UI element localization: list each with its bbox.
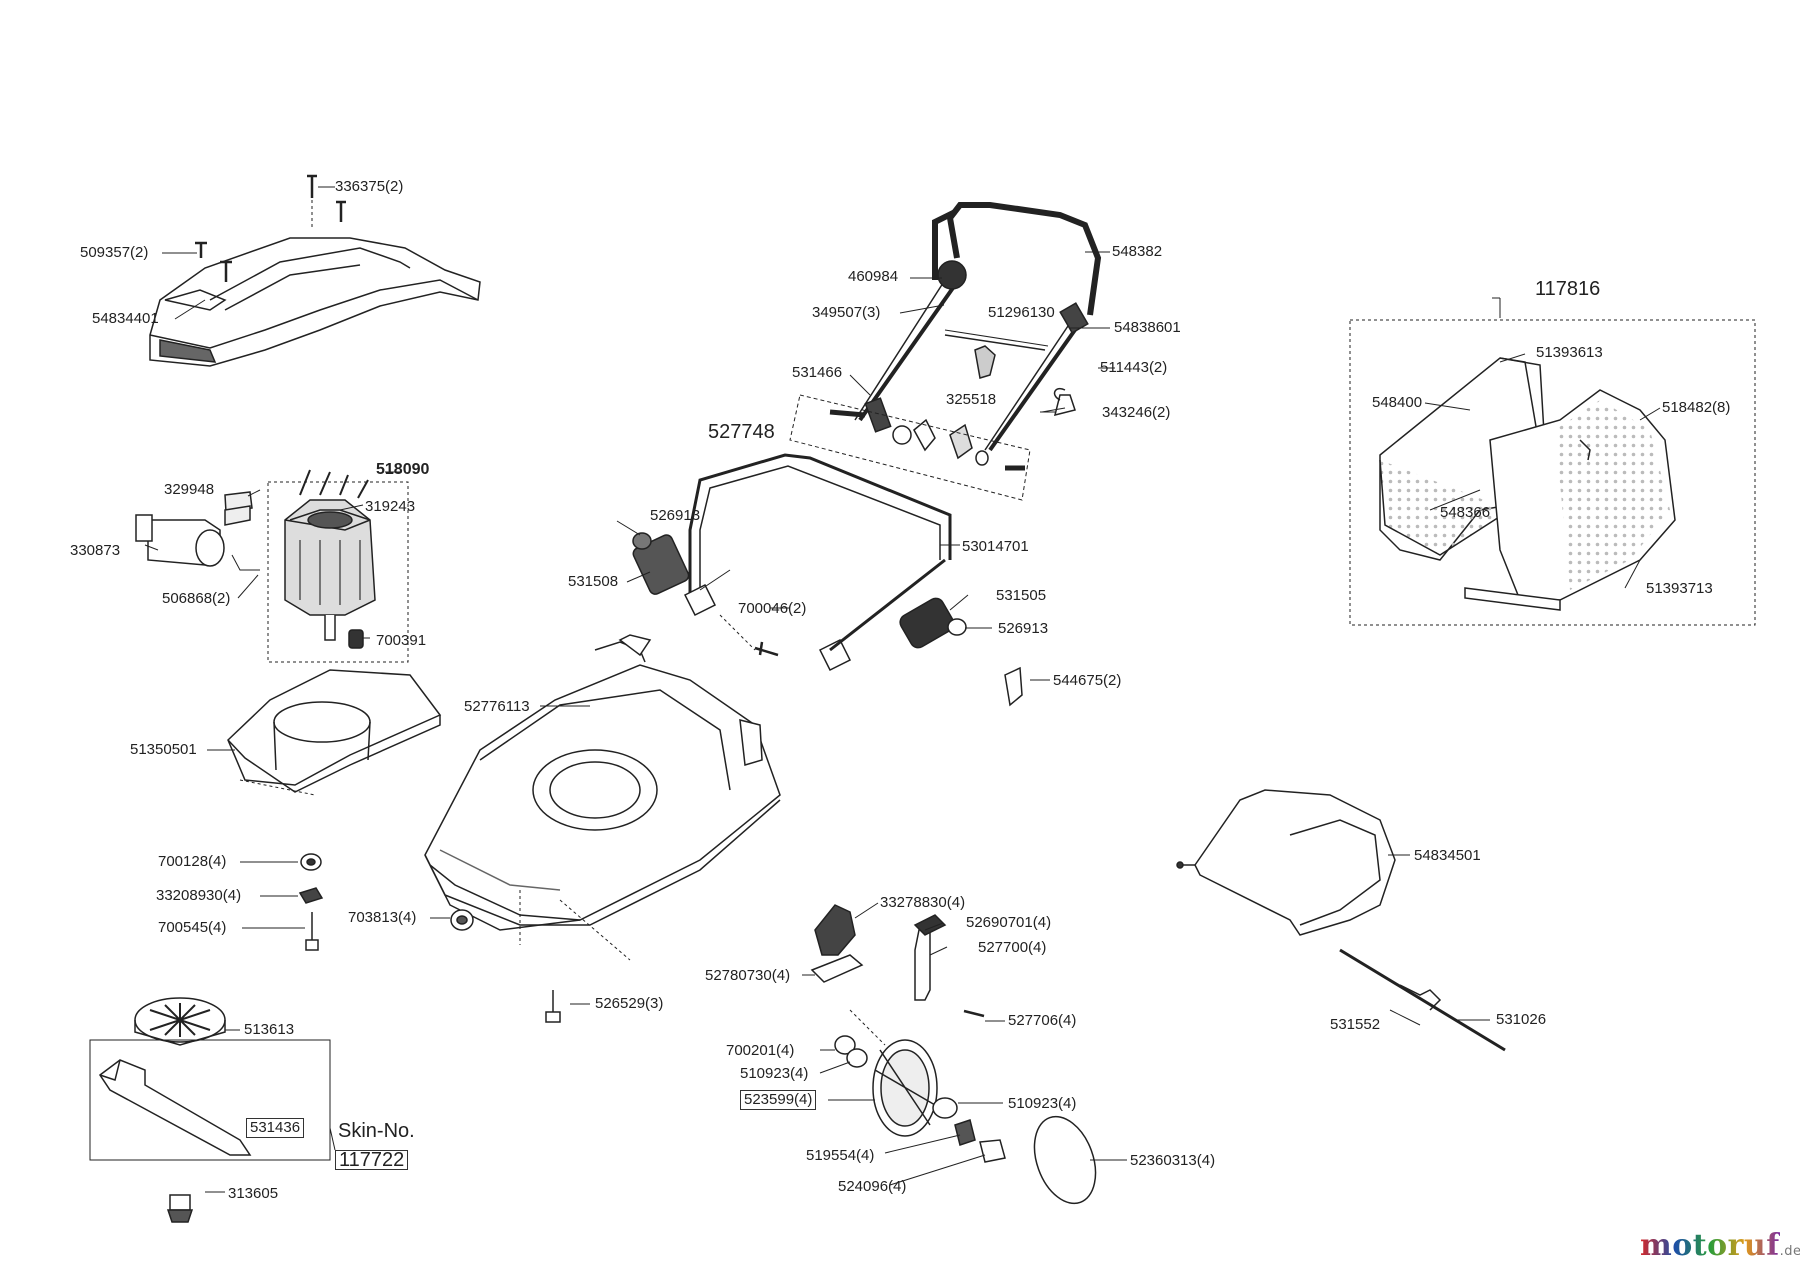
part-label-336375: 336375(2)	[335, 178, 404, 195]
blade-parts	[89, 997, 331, 1223]
grass-bag-part	[1349, 319, 1756, 626]
part-label-52690701: 52690701(4)	[966, 914, 1052, 931]
part-label-51350501: 51350501	[130, 741, 197, 758]
part-label-319243: 319243	[365, 498, 416, 515]
part-label-700128: 700128(4)	[158, 853, 227, 870]
part-label-700545: 700545(4)	[158, 919, 227, 936]
part-label-700046: 700046(2)	[738, 600, 807, 617]
part-label-33278830: 33278830(4)	[880, 894, 966, 911]
part-label-518090: 518090	[376, 461, 430, 478]
part-label-329948: 329948	[164, 481, 215, 498]
part-label-117816: 117816	[1535, 278, 1601, 300]
part-label-531508: 531508	[568, 573, 619, 590]
height-adjuster-parts	[810, 904, 985, 1046]
part-label-531436: 531436	[246, 1118, 305, 1138]
wheel-part	[834, 1035, 1097, 1205]
flap-rod-part	[1339, 948, 1506, 1052]
bolt-526529	[545, 990, 561, 1023]
part-label-509357: 509357(2)	[80, 244, 149, 261]
bolt-700545	[305, 912, 319, 951]
part-label-510923-right: 510923(4)	[1008, 1095, 1077, 1112]
lower-handle-part	[683, 453, 952, 672]
part-label-526529: 526529(3)	[595, 995, 664, 1012]
part-label-548382: 548382	[1112, 243, 1163, 260]
nut-700128	[300, 853, 322, 871]
part-label-527706: 527706(4)	[1008, 1012, 1077, 1029]
part-label-700391: 700391	[376, 632, 427, 649]
part-label-51393613: 51393613	[1536, 344, 1603, 361]
part-label-700201: 700201(4)	[726, 1042, 795, 1059]
handle-knob-parts	[632, 532, 1023, 707]
part-label-513613: 513613	[244, 1021, 295, 1038]
part-label-52360313: 52360313(4)	[1130, 1152, 1216, 1169]
part-label-526913-lower: 526913	[998, 620, 1049, 637]
rear-flap-part	[1176, 789, 1396, 936]
part-label-51296130: 51296130	[988, 304, 1055, 321]
part-label-511443: 511443(2)	[1100, 359, 1168, 376]
motor-part	[231, 469, 409, 663]
part-label-54834401: 54834401	[92, 310, 159, 327]
part-label-460984: 460984	[848, 268, 899, 285]
part-label-52776113: 52776113	[464, 698, 530, 715]
part-label-54834501: 54834501	[1414, 847, 1481, 864]
plate-33208930	[298, 887, 324, 904]
skin-no-label: Skin-No.	[338, 1120, 415, 1142]
part-label-330873: 330873	[70, 542, 121, 559]
part-label-544675: 544675(2)	[1053, 672, 1122, 689]
part-label-531552: 531552	[1330, 1016, 1381, 1033]
part-label-506868: 506868(2)	[162, 590, 231, 607]
nut-703813	[450, 909, 474, 931]
top-cover-part	[149, 237, 481, 367]
leader-lines	[144, 186, 1661, 1193]
part-label-524096: 524096(4)	[838, 1178, 907, 1195]
part-label-519554: 519554(4)	[806, 1147, 875, 1164]
part-label-531026: 531026	[1496, 1011, 1547, 1028]
motor-mount-part	[227, 669, 442, 796]
brand-tld: .de	[1779, 1244, 1800, 1259]
part-label-548400: 548400	[1372, 394, 1423, 411]
part-label-531505: 531505	[996, 587, 1047, 604]
capacitor-part	[135, 514, 225, 567]
upper-handle-part	[854, 202, 1102, 452]
part-label-313605: 313605	[228, 1185, 279, 1202]
part-label-52780730: 52780730(4)	[705, 967, 791, 984]
screws-top-cover	[195, 174, 346, 282]
mower-deck-part	[424, 634, 781, 961]
brushes-part	[224, 491, 253, 526]
part-label-343246: 343246(2)	[1102, 404, 1171, 421]
part-label-33208930: 33208930(4)	[156, 887, 242, 904]
brand-name: motoruf	[1640, 1228, 1780, 1263]
part-label-53014701: 53014701	[962, 538, 1029, 555]
skin-no-value: 117722	[335, 1150, 409, 1170]
handle-clamp-parts	[789, 345, 1076, 501]
part-label-518482: 518482(8)	[1662, 399, 1731, 416]
brand-logo[interactable]: motoruf.de	[1640, 1228, 1800, 1263]
part-label-526913-upper: 526913	[650, 507, 701, 524]
part-label-527700: 527700(4)	[978, 939, 1047, 956]
part-label-703813: 703813(4)	[348, 909, 417, 926]
part-label-349507: 349507(3)	[812, 304, 881, 321]
part-label-325518: 325518	[946, 391, 997, 408]
part-label-523599: 523599(4)	[740, 1090, 817, 1110]
part-label-527748: 527748	[708, 421, 775, 443]
part-label-51393713: 51393713	[1646, 580, 1713, 597]
part-label-531466: 531466	[792, 364, 843, 381]
part-label-510923-left: 510923(4)	[740, 1065, 809, 1082]
part-label-548366: 548366	[1440, 504, 1491, 521]
part-label-54838601: 54838601	[1114, 319, 1181, 336]
